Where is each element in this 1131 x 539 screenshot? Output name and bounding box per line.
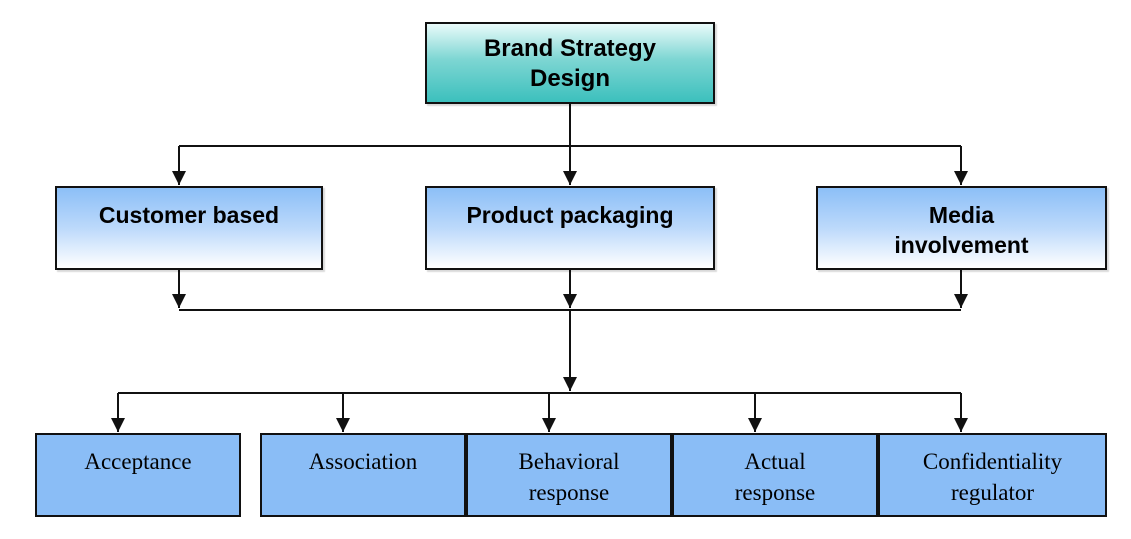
node-label: Customer based [98,202,280,228]
node-association: Association [260,433,466,517]
node-label: response [528,480,610,505]
node-confidentiality-regulator: Confidentiality regulator [878,433,1107,517]
node-actual-response: Actual response [672,433,878,517]
node-label: Product packaging [466,202,674,228]
node-label: Behavioral [518,449,620,474]
node-label: Design [529,65,610,92]
node-brand-strategy-design: Brand Strategy Design [425,22,715,104]
node-label: regulator [950,480,1034,505]
node-label: involvement [894,232,1029,258]
node-media-involvement: Media involvement [816,186,1107,270]
node-label: Media [928,202,995,228]
node-label: Actual [744,449,806,474]
node-label: Association [308,449,418,474]
node-product-packaging: Product packaging [425,186,715,270]
node-label: Acceptance [84,449,192,474]
node-customer-based: Customer based [55,186,323,270]
node-behavioral-response: Behavioral response [466,433,672,517]
node-acceptance: Acceptance [35,433,241,517]
node-label: Brand Strategy [483,35,657,62]
node-label: Confidentiality [922,449,1063,474]
node-label: response [734,480,816,505]
